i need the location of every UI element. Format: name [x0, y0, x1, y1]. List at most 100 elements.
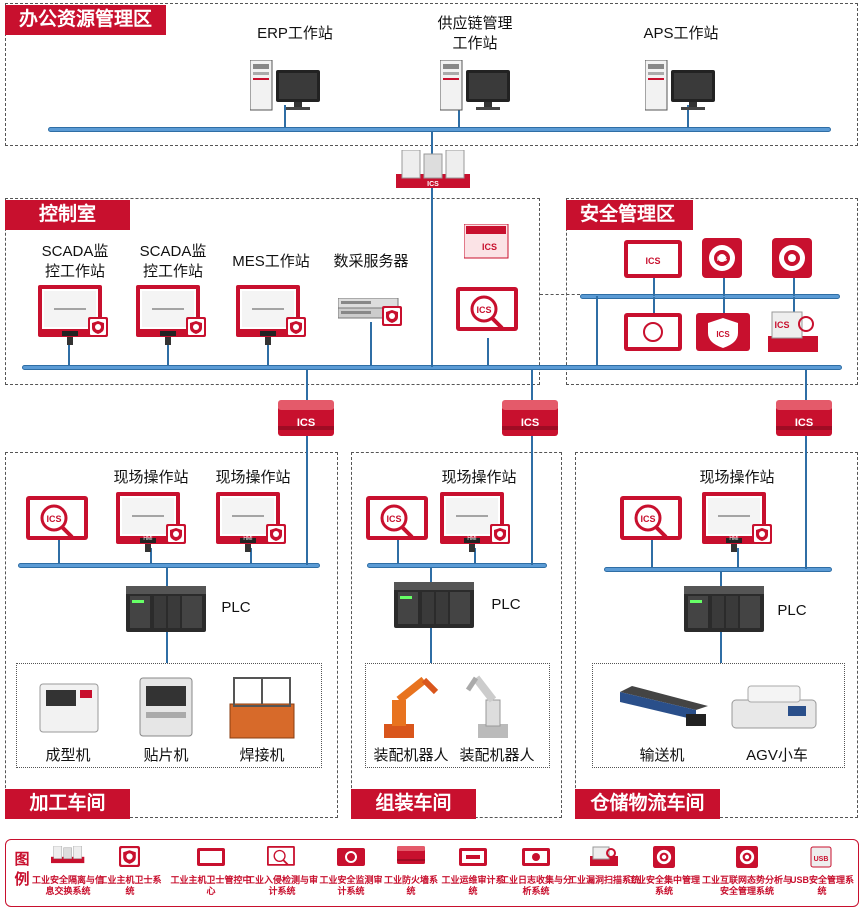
erp-workstation-icon[interactable]	[250, 60, 322, 112]
warehouse-field-station-label: 现场操作站	[699, 469, 775, 486]
assembly-robot-1-icon[interactable]	[376, 670, 442, 740]
security-network-bus	[580, 294, 840, 299]
legend-item-isolation: 工业安全隔离与信息交换系统	[30, 845, 106, 897]
agv-icon[interactable]	[728, 682, 820, 732]
processing-field-station-1-label: 现场操作站	[113, 469, 189, 486]
assembly-ids-icon[interactable]: ICS	[366, 496, 430, 542]
svg-text:HMI: HMI	[243, 536, 252, 542]
svg-text:ICS: ICS	[645, 256, 660, 266]
connector	[397, 540, 399, 564]
security-zone	[566, 198, 858, 385]
scada1-label-2: 控工作站	[44, 263, 105, 280]
legend-item-situation: 工业互联网态势分析与安全管理系统	[700, 846, 794, 897]
connector	[653, 278, 655, 296]
svg-text:ICS: ICS	[482, 242, 497, 252]
host-guard-control-center-icon[interactable]: ICS	[464, 224, 514, 262]
svg-text:HMI: HMI	[729, 536, 738, 542]
connector	[737, 548, 739, 568]
assembly-plc-icon[interactable]	[394, 582, 476, 630]
connector	[267, 338, 269, 366]
connector	[68, 338, 70, 366]
connector	[531, 369, 533, 565]
monitor-audit-icon[interactable]: ICS	[768, 310, 820, 354]
legend-log-icon	[522, 848, 550, 866]
mes-workstation-label: MES工作站	[232, 253, 310, 270]
connector	[596, 296, 598, 366]
scada2-label-2: 控工作站	[142, 263, 203, 280]
legend-vuln-scan-icon	[590, 846, 618, 866]
molding-machine-icon[interactable]	[36, 680, 106, 738]
warehouse-machines-box	[592, 663, 845, 768]
connector	[474, 548, 476, 564]
conveyor-icon[interactable]	[616, 680, 712, 730]
svg-text:ICS: ICS	[795, 417, 813, 429]
firewall-warehouse-icon[interactable]: ICS	[776, 400, 834, 440]
data-server-icon[interactable]	[338, 298, 408, 330]
svg-text:HMI: HMI	[467, 536, 476, 542]
mes-hmi-icon[interactable]	[236, 285, 316, 345]
legend-item-host-guard: 工业主机卫士系统	[98, 846, 162, 897]
office-zone-tag: 办公资源管理区	[5, 5, 167, 35]
isolation-gateway-icon[interactable]: ICS	[396, 150, 472, 192]
legend-isolation-icon	[50, 845, 85, 864]
office-network-bus	[48, 127, 831, 132]
processing-tag: 加工车间	[5, 789, 130, 819]
security-zone-tag: 安全管理区	[566, 200, 693, 230]
svg-text:ICS: ICS	[476, 305, 491, 315]
legend-monitor-audit-icon	[337, 848, 365, 866]
firewall-processing-icon[interactable]: ICS	[278, 400, 336, 440]
vuln-scan-icon[interactable]: ICS	[696, 313, 752, 353]
connector	[793, 278, 795, 296]
svg-text:ICS: ICS	[427, 181, 439, 188]
ids-audit-icon[interactable]: ICS	[456, 287, 520, 333]
warehouse-ids-icon[interactable]: ICS	[620, 496, 684, 542]
control-room-zone	[5, 198, 540, 385]
smt-machine-icon[interactable]	[136, 676, 198, 740]
processing-plc-icon[interactable]	[126, 586, 208, 634]
situation-analysis-gear-icon[interactable]	[772, 238, 814, 280]
legend-item-firewall: 工业防火墙系统	[380, 846, 442, 897]
svg-text:ICS: ICS	[716, 330, 730, 339]
legend-central-mgmt-gear-icon	[653, 846, 675, 868]
connector	[58, 540, 60, 564]
welding-machine-icon[interactable]	[226, 674, 300, 740]
ops-audit-icon[interactable]: ICS	[624, 240, 684, 280]
scada1-label-1: SCADA监	[41, 243, 109, 260]
connector	[805, 369, 807, 569]
processing-field-station-2-label: 现场操作站	[215, 469, 291, 486]
connector	[487, 338, 489, 366]
connector	[306, 369, 308, 565]
processing-ids-icon[interactable]: ICS	[26, 496, 90, 542]
connector	[250, 548, 252, 564]
assembly-robot-2-label: 装配机器人	[459, 747, 535, 764]
svg-text:ICS: ICS	[774, 320, 789, 330]
scm-workstation-icon[interactable]	[440, 60, 512, 112]
central-mgmt-gear-icon[interactable]: ICS	[702, 238, 744, 280]
connector	[653, 297, 655, 313]
processing-field-station-2-icon[interactable]: HMI	[216, 492, 296, 552]
assembly-field-station-icon[interactable]: HMI	[440, 492, 520, 552]
legend-item-host-guard-center: 工业主机卫士管控中心	[170, 846, 252, 897]
firewall-assembly-icon[interactable]: ICS	[502, 400, 560, 440]
log-analysis-icon[interactable]	[624, 313, 684, 353]
smt-machine-label: 贴片机	[143, 747, 189, 764]
scada1-hmi-icon[interactable]	[38, 285, 118, 345]
connector	[687, 105, 689, 128]
legend-item-log: 工业日志收集与分析系统	[500, 846, 572, 897]
legend-item-central-mgmt: 工业安全集中管理系统	[628, 846, 700, 897]
assembly-network-bus	[367, 563, 547, 568]
aps-workstation-icon[interactable]	[645, 60, 717, 112]
connector	[370, 322, 372, 366]
warehouse-field-station-icon[interactable]: HMI	[702, 492, 782, 552]
scada2-hmi-icon[interactable]	[136, 285, 216, 345]
svg-text:ICS: ICS	[46, 514, 61, 524]
conveyor-label: 输送机	[639, 747, 685, 764]
warehouse-plc-icon[interactable]	[684, 586, 766, 634]
legend-title: 图例	[14, 851, 30, 888]
svg-text:ICS: ICS	[297, 417, 315, 429]
scm-workstation-label-1: 供应链管理	[437, 15, 513, 32]
processing-field-station-1-icon[interactable]: HMI	[116, 492, 196, 552]
connector	[651, 540, 653, 568]
assembly-robot-2-icon[interactable]	[462, 670, 528, 740]
connector	[167, 338, 169, 366]
